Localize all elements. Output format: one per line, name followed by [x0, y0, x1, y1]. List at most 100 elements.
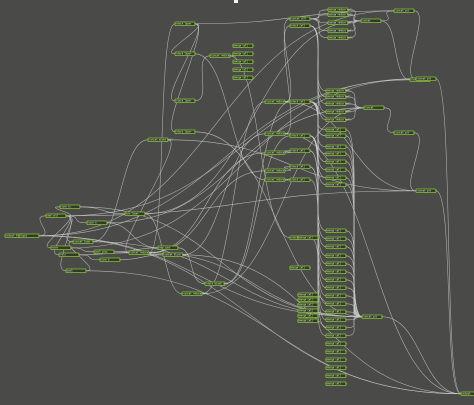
input-port-icon[interactable]: [297, 299, 299, 301]
input-port-icon[interactable]: [325, 184, 327, 186]
graph-node[interactable]: merge_cell: [325, 301, 347, 306]
graph-node[interactable]: pool_proj: [93, 249, 115, 254]
output-port-icon[interactable]: [381, 316, 383, 318]
input-port-icon[interactable]: [327, 14, 329, 16]
output-port-icon[interactable]: [345, 230, 347, 232]
input-port-icon[interactable]: [325, 279, 327, 281]
input-port-icon[interactable]: [264, 152, 266, 154]
input-port-icon[interactable]: [325, 335, 327, 337]
input-port-icon[interactable]: [325, 359, 327, 361]
graph-node[interactable]: merge_cell: [325, 244, 347, 249]
input-port-icon[interactable]: [361, 316, 363, 318]
graph-node[interactable]: stack_cell: [289, 23, 311, 28]
output-port-icon[interactable]: [182, 254, 184, 256]
graph-node[interactable]: mix_layer: [124, 211, 146, 216]
output-port-icon[interactable]: [317, 310, 319, 312]
input-port-icon[interactable]: [325, 230, 327, 232]
output-port-icon[interactable]: [309, 135, 311, 137]
graph-node[interactable]: concat_reduce_cell: [209, 53, 237, 58]
output-port-icon[interactable]: [345, 184, 347, 186]
graph-node[interactable]: add_cell: [45, 213, 67, 218]
output-port-icon[interactable]: [345, 375, 347, 377]
graph-node[interactable]: stack_mixed_cell: [204, 281, 229, 286]
output-port-icon[interactable]: [345, 161, 347, 163]
graph-node[interactable]: merge_reduce_cell: [327, 20, 353, 25]
graph-node[interactable]: conv_in: [59, 204, 81, 209]
input-port-icon[interactable]: [289, 18, 291, 20]
input-port-icon[interactable]: [297, 320, 299, 322]
input-port-icon[interactable]: [325, 111, 327, 113]
input-port-icon[interactable]: [289, 25, 291, 27]
input-port-icon[interactable]: [232, 69, 234, 71]
input-port-icon[interactable]: [363, 107, 365, 109]
output-port-icon[interactable]: [345, 271, 347, 273]
input-port-icon[interactable]: [232, 61, 234, 63]
output-port-icon[interactable]: [284, 170, 286, 172]
input-port-icon[interactable]: [325, 153, 327, 155]
output-port-icon[interactable]: [345, 169, 347, 171]
output-port-icon[interactable]: [194, 53, 196, 55]
input-port-icon[interactable]: [147, 139, 149, 141]
output-port-icon[interactable]: [345, 135, 347, 137]
output-port-icon[interactable]: [345, 177, 347, 179]
output-port-icon[interactable]: [119, 259, 121, 261]
output-port-icon[interactable]: [252, 77, 254, 79]
input-port-icon[interactable]: [174, 23, 176, 25]
input-port-icon[interactable]: [325, 96, 327, 98]
input-port-icon[interactable]: [415, 190, 417, 192]
output-port-icon[interactable]: [70, 247, 72, 249]
input-port-icon[interactable]: [325, 303, 327, 305]
graph-node[interactable]: merge_cell: [325, 365, 347, 370]
output-port-icon[interactable]: [92, 241, 94, 243]
input-port-icon[interactable]: [289, 150, 291, 152]
output-port-icon[interactable]: [194, 100, 196, 102]
input-port-icon[interactable]: [65, 270, 67, 272]
output-port-icon[interactable]: [345, 335, 347, 337]
graph-node[interactable]: merge_cell: [325, 144, 347, 149]
output-port-icon[interactable]: [284, 101, 286, 103]
graph-node[interactable]: merge_reduce_cell: [325, 88, 351, 93]
output-port-icon[interactable]: [252, 61, 254, 63]
graph-node[interactable]: merge_reduce_cell: [327, 35, 353, 40]
output-port-icon[interactable]: [144, 213, 146, 215]
input-port-icon[interactable]: [18, 235, 20, 237]
input-port-icon[interactable]: [232, 45, 234, 47]
output-port-icon[interactable]: [345, 238, 347, 240]
graph-node[interactable]: merge_cell: [232, 75, 254, 80]
graph-node[interactable]: merge_cell: [325, 349, 347, 354]
output-port-icon[interactable]: [309, 25, 311, 27]
graph-node[interactable]: concat_reduce_cell: [128, 250, 156, 255]
graph-node[interactable]: merge_cell: [325, 167, 347, 172]
output-port-icon[interactable]: [345, 279, 347, 281]
output-port-icon[interactable]: [167, 139, 169, 141]
input-port-icon[interactable]: [325, 255, 327, 257]
graph-node[interactable]: relu: [58, 252, 80, 257]
graph-node[interactable]: merge_cell: [325, 309, 347, 314]
input-port-icon[interactable]: [325, 343, 327, 345]
input-port-icon[interactable]: [325, 351, 327, 353]
input-port-icon[interactable]: [99, 259, 101, 261]
input-port-icon[interactable]: [297, 310, 299, 312]
input-port-icon[interactable]: [325, 161, 327, 163]
output-port-icon[interactable]: [229, 55, 231, 57]
graph-node[interactable]: merge_cell: [325, 175, 347, 180]
output-port-icon[interactable]: [347, 14, 349, 16]
output-port-icon[interactable]: [345, 129, 347, 131]
input-port-icon[interactable]: [325, 246, 327, 248]
graph-node[interactable]: stack_layer: [174, 129, 196, 134]
input-port-icon[interactable]: [415, 78, 417, 80]
output-port-icon[interactable]: [345, 111, 347, 113]
graph-node[interactable]: concat_reduce_cell: [181, 291, 209, 296]
output-port-icon[interactable]: [309, 150, 311, 152]
output-port-icon[interactable]: [309, 101, 311, 103]
graph-node[interactable]: merge_reduce_cell: [327, 28, 353, 33]
input-port-icon[interactable]: [297, 304, 299, 306]
input-port-icon[interactable]: [289, 267, 291, 269]
graph-node[interactable]: concat_out: [361, 314, 383, 319]
graph-node[interactable]: sep_conv: [157, 245, 179, 250]
graph-node[interactable]: merge_cell: [232, 59, 254, 64]
graph-node[interactable]: merge_cell: [325, 182, 347, 187]
graph-node[interactable]: concat_out: [415, 188, 437, 193]
output-port-icon[interactable]: [317, 320, 319, 322]
